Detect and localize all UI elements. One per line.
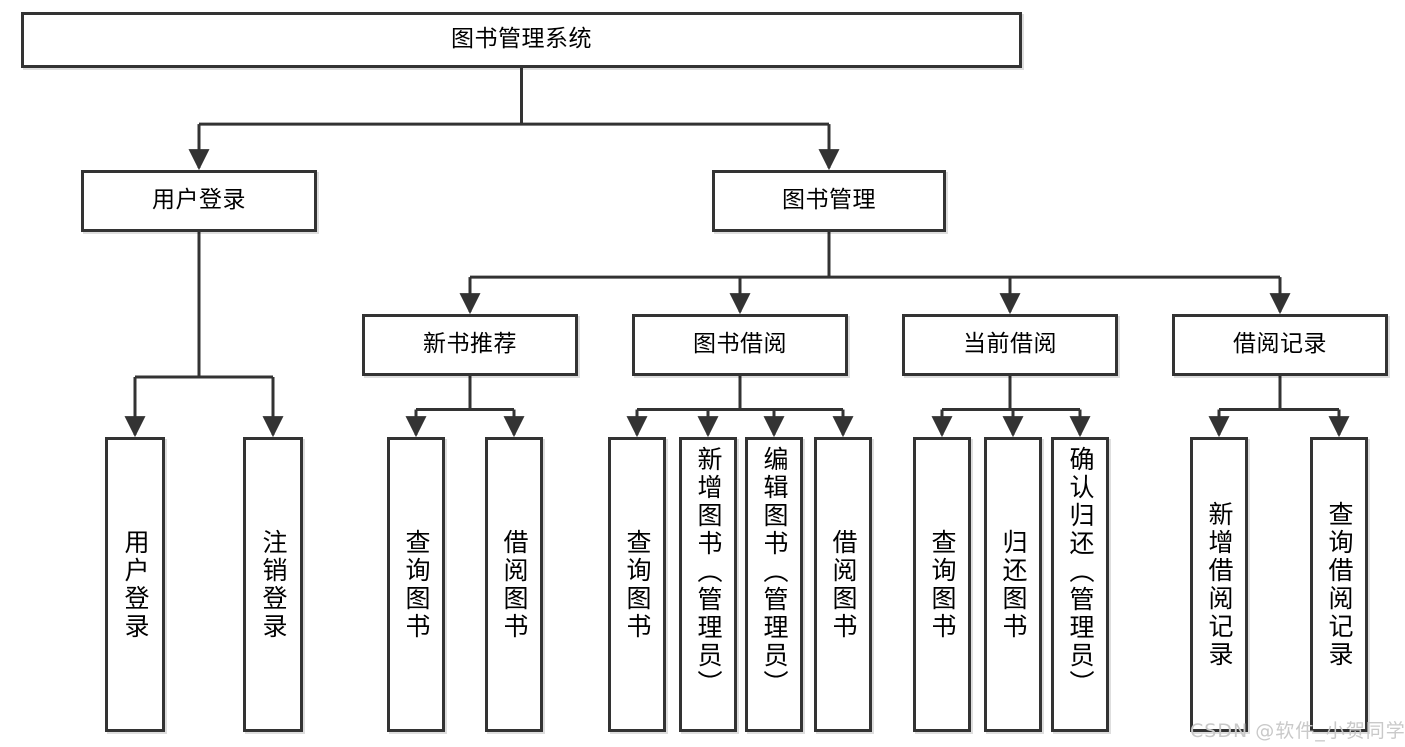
node-label-leaf13: 查询借阅记录 [1325, 500, 1354, 669]
node-label-leaf4: 借阅图书 [500, 528, 529, 641]
node-leaf9[interactable]: 查询图书 [913, 437, 971, 732]
node-bookmgmt[interactable]: 图书管理 [712, 170, 946, 232]
node-leaf12[interactable]: 新增借阅记录 [1190, 437, 1248, 732]
edge-layer [124, 68, 1350, 438]
node-leaf3[interactable]: 查询图书 [387, 437, 445, 732]
node-label-leaf11: 确认归还（管理员） [1066, 446, 1095, 698]
node-label-borrow: 图书借阅 [693, 331, 787, 358]
node-newbooks[interactable]: 新书推荐 [362, 314, 578, 376]
watermark-text: CSDN @软件_小贺同学 [1190, 720, 1405, 742]
node-label-login: 用户登录 [152, 187, 246, 214]
node-label-root: 图书管理系统 [451, 26, 592, 53]
node-leaf2[interactable]: 注销登录 [243, 437, 303, 732]
node-label-bookmgmt: 图书管理 [782, 187, 876, 214]
node-label-newbooks: 新书推荐 [423, 331, 517, 358]
node-leaf1[interactable]: 用户登录 [105, 437, 165, 732]
node-label-leaf10: 归还图书 [999, 528, 1028, 641]
node-borrow[interactable]: 图书借阅 [632, 314, 848, 376]
node-leaf8[interactable]: 借阅图书 [814, 437, 872, 732]
node-leaf6[interactable]: 新增图书（管理员） [679, 437, 737, 732]
node-label-leaf3: 查询图书 [402, 528, 431, 641]
node-label-leaf6: 新增图书（管理员） [694, 446, 723, 698]
node-leaf4[interactable]: 借阅图书 [485, 437, 543, 732]
node-label-leaf2: 注销登录 [259, 528, 288, 641]
node-leaf10[interactable]: 归还图书 [984, 437, 1042, 732]
node-label-leaf1: 用户登录 [121, 528, 150, 641]
node-label-leaf7: 编辑图书（管理员） [760, 446, 789, 698]
node-label-leaf8: 借阅图书 [829, 528, 858, 641]
node-login[interactable]: 用户登录 [81, 170, 317, 232]
node-label-leaf9: 查询图书 [928, 528, 957, 641]
node-leaf5[interactable]: 查询图书 [608, 437, 666, 732]
node-root[interactable]: 图书管理系统 [21, 12, 1022, 68]
node-leaf13[interactable]: 查询借阅记录 [1310, 437, 1368, 732]
node-current[interactable]: 当前借阅 [902, 314, 1118, 376]
node-label-leaf5: 查询图书 [623, 528, 652, 641]
node-label-records: 借阅记录 [1233, 331, 1327, 358]
node-leaf11[interactable]: 确认归还（管理员） [1051, 437, 1109, 732]
node-leaf7[interactable]: 编辑图书（管理员） [745, 437, 803, 732]
node-label-leaf12: 新增借阅记录 [1205, 500, 1234, 669]
node-label-current: 当前借阅 [963, 331, 1057, 358]
node-records[interactable]: 借阅记录 [1172, 314, 1388, 376]
